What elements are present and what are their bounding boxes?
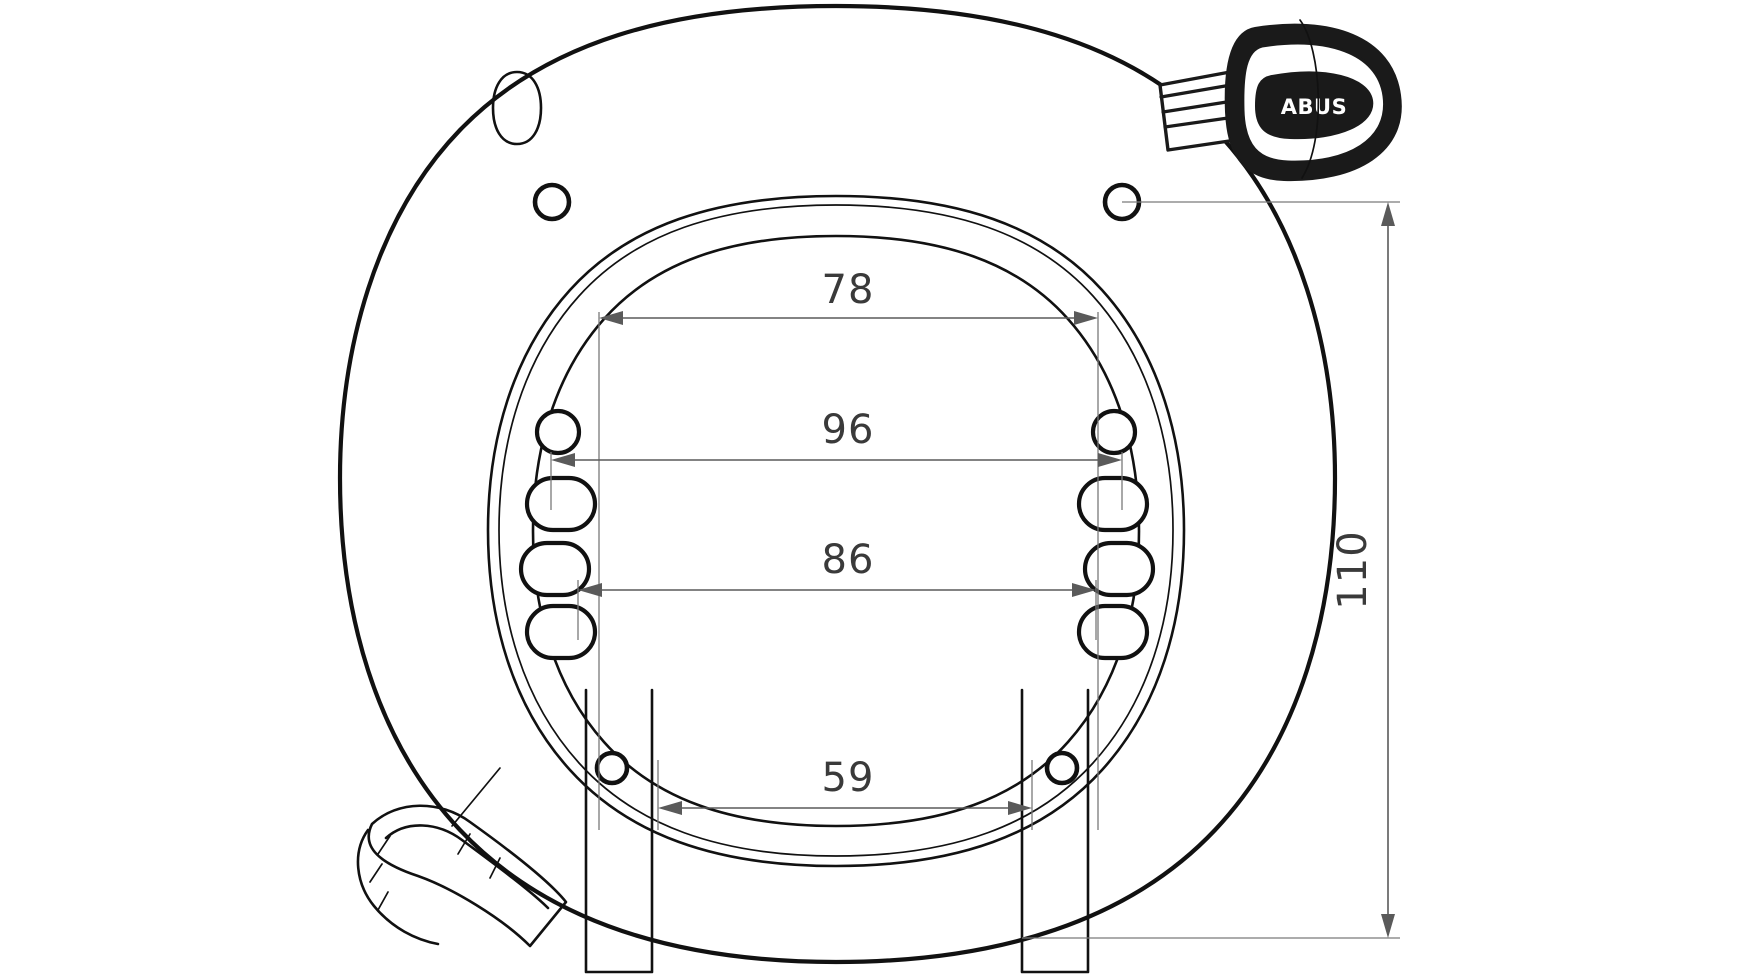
right-slot-round — [1090, 408, 1138, 456]
dim59-arrow-left — [658, 801, 682, 815]
cable-rib-2 — [369, 863, 383, 883]
left-slot-2 — [518, 540, 592, 598]
cable-end-leader — [451, 767, 501, 827]
cable-end-body-inner — [384, 824, 550, 910]
right-leg-outline — [1020, 688, 1090, 974]
dim86-label: 86 — [822, 537, 875, 583]
cable-rib-5 — [489, 857, 501, 879]
lock-body-group — [337, 3, 1338, 974]
bottom-right-rivet-hole — [1044, 750, 1080, 786]
cable-end-group — [356, 767, 568, 948]
dim110-arrow-top — [1381, 202, 1395, 226]
dim96-arrow-left — [551, 453, 575, 467]
dim96-label: 96 — [822, 407, 875, 453]
dim110-arrow-bottom — [1381, 914, 1395, 938]
key-group: ABUS — [1158, 19, 1402, 182]
key-blade-groove-3 — [1163, 115, 1237, 129]
left-leg-outline — [584, 688, 654, 974]
right-mounting-slots — [1076, 408, 1156, 661]
body-dimple — [491, 70, 543, 146]
cable-end-body — [367, 804, 568, 948]
dim110-label: 110 — [1330, 530, 1376, 609]
dim78-label: 78 — [822, 267, 875, 313]
dimension-96: 96 — [550, 407, 1123, 510]
cable-end-ribs — [369, 833, 501, 911]
top-left-rivet-hole — [532, 182, 572, 222]
shackle-opening-outline — [531, 234, 1141, 828]
cable-end-collar — [356, 828, 440, 946]
dim86-arrow-right — [1072, 583, 1096, 597]
right-slot-1 — [1076, 475, 1150, 533]
cable-rib-1 — [377, 835, 391, 855]
key-blade-groove-2 — [1161, 99, 1235, 114]
right-slot-3 — [1076, 603, 1150, 661]
cable-rib-4 — [457, 833, 471, 855]
key-bow-ridge — [1299, 19, 1320, 179]
lock-body-inner-contour — [486, 194, 1186, 868]
cable-rib-3 — [377, 891, 389, 911]
dimension-59: 59 — [657, 755, 1033, 830]
dimension-86: 86 — [577, 537, 1097, 640]
dim59-arrow-right — [1008, 801, 1032, 815]
key-blade-groove-1 — [1159, 83, 1233, 99]
dimension-78: 78 — [598, 267, 1099, 830]
dim86-arrow-left — [578, 583, 602, 597]
dim59-label: 59 — [822, 755, 875, 801]
abus-brand-text: ABUS — [1281, 95, 1347, 119]
dimension-110: 110 — [1022, 201, 1400, 939]
dim78-arrow-left — [599, 311, 623, 325]
right-slot-2 — [1082, 540, 1156, 598]
bottom-left-rivet-hole — [594, 750, 630, 786]
dim78-arrow-right — [1074, 311, 1098, 325]
lock-body-inner-contour-shadow — [498, 204, 1174, 857]
left-slot-round — [534, 408, 582, 456]
left-slot-3 — [524, 603, 598, 661]
dim96-arrow-right — [1098, 453, 1122, 467]
left-slot-1 — [524, 475, 598, 533]
